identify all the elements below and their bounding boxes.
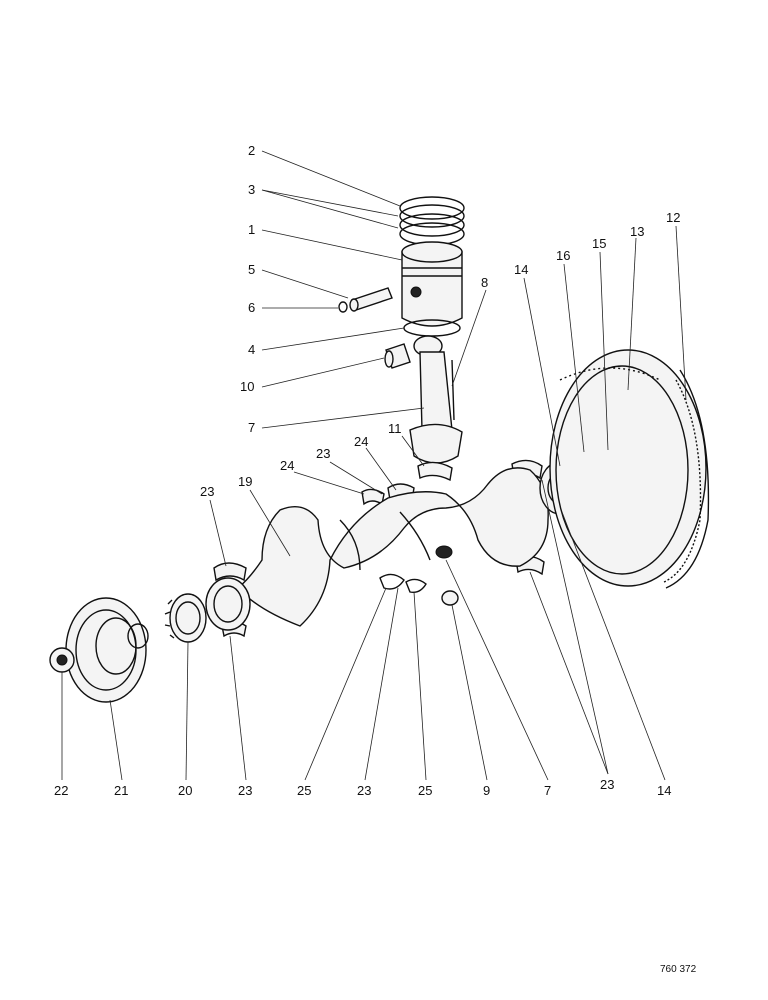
callout-11: 11 (388, 421, 402, 436)
callout-12: 12 (666, 210, 680, 225)
thrust-washers (379, 573, 427, 594)
callout-4: 4 (248, 342, 255, 357)
callout-5: 5 (248, 262, 255, 277)
callout-24-left: 24 (280, 458, 294, 473)
callout-18: 16 (556, 248, 570, 263)
callout-9: 9 (483, 783, 490, 798)
callout-7-bottom: 7 (544, 783, 551, 798)
callout-8: 8 (481, 275, 488, 290)
callout-labels: 2 3 1 5 6 4 10 7 8 11 24 23 24 23 19 14 … (54, 143, 680, 798)
callout-16: 15 (592, 236, 606, 251)
callout-23-left: 23 (200, 484, 214, 499)
crankshaft (205, 467, 549, 631)
callout-20: 20 (178, 783, 192, 798)
callout-22: 22 (54, 783, 68, 798)
leader-lines (61, 150, 687, 781)
callout-14: 14 (657, 783, 671, 798)
flywheel (549, 349, 710, 589)
piston-rings (399, 196, 465, 246)
con-rod-nut (441, 590, 459, 606)
figure-reference-number: 760 372 (660, 964, 697, 975)
callout-6: 6 (248, 300, 255, 315)
callout-15: 14 (514, 262, 528, 277)
piston (401, 241, 463, 327)
connecting-rod (409, 335, 463, 464)
callout-10: 10 (240, 379, 254, 394)
small-end-bush (384, 343, 411, 369)
callout-13: 13 (630, 224, 644, 239)
piston-pin (349, 287, 393, 312)
circlip (338, 301, 348, 313)
pulley-nut (49, 647, 75, 673)
callout-3: 3 (248, 182, 255, 197)
callout-23-bottom-a: 23 (238, 783, 252, 798)
callout-1: 1 (248, 222, 255, 237)
callout-23-upper: 23 (316, 446, 330, 461)
callout-2: 2 (248, 143, 255, 158)
callout-25-bottom-b: 25 (418, 783, 432, 798)
crankshaft-pulley (65, 597, 149, 703)
callout-25-bottom-a: 25 (297, 783, 311, 798)
crankshaft-gear (164, 593, 207, 643)
callout-7-upper: 7 (248, 420, 255, 435)
callout-23-bottom-b: 23 (357, 783, 371, 798)
big-end-bearing (417, 461, 453, 482)
callout-21: 21 (114, 783, 128, 798)
callout-19: 19 (238, 474, 252, 489)
callout-23-bottom-c: 23 (600, 777, 614, 792)
callout-24-upper: 24 (354, 434, 368, 449)
